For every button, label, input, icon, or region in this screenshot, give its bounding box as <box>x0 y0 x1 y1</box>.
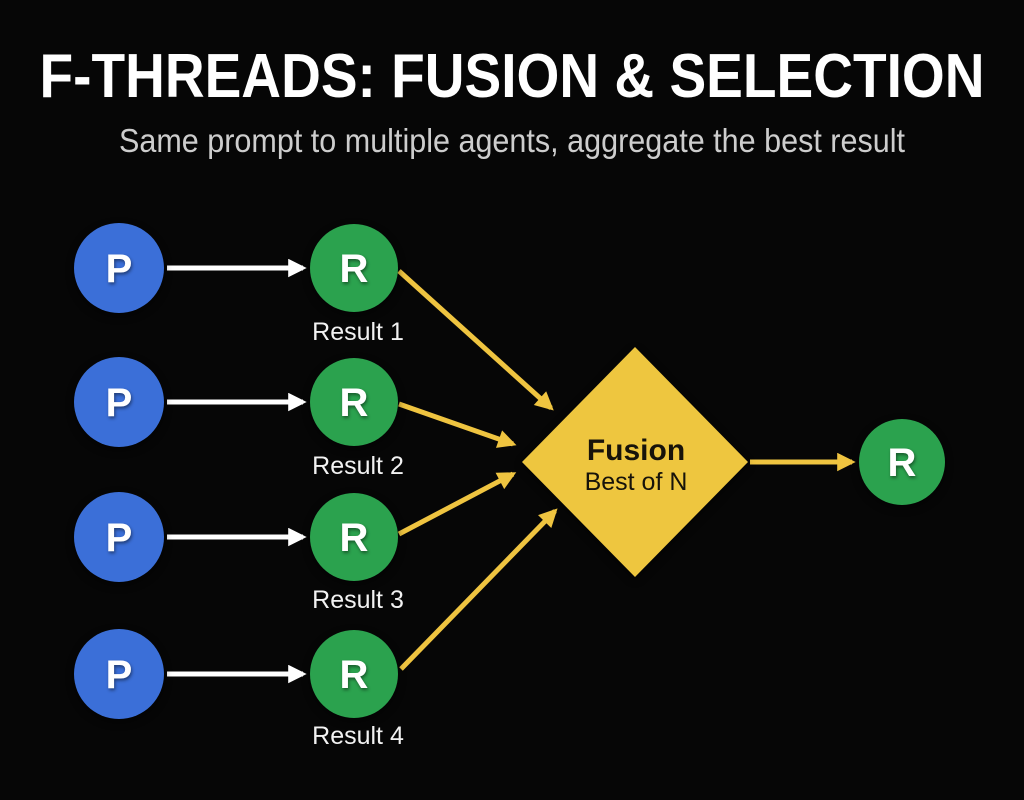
result-node-1: R Result 1 <box>310 224 404 346</box>
prompt-node-1: P <box>74 223 164 313</box>
prompt-node-3: P <box>74 492 164 582</box>
result-node-3: R Result 3 <box>310 493 404 614</box>
fusion-diamond-node <box>522 347 748 577</box>
page-subtitle: Same prompt to multiple agents, aggregat… <box>119 122 905 159</box>
arrow-result2-to-fusion <box>398 401 517 448</box>
prompt-node-2-label: P <box>106 381 133 425</box>
prompt-node-4-label: P <box>106 653 133 697</box>
page-title: F-THREADS: FUSION & SELECTION <box>40 42 985 111</box>
result-node-1-circle <box>310 224 398 312</box>
prompt-node-3-circle <box>74 492 164 582</box>
prompt-node-3-label: P <box>106 516 133 560</box>
output-node: R <box>859 419 945 505</box>
result-node-2-circle <box>310 358 398 446</box>
result-node-3-caption: Result 3 <box>312 586 404 614</box>
result-node-2: R Result 2 <box>310 358 404 480</box>
prompt-node-1-circle <box>74 223 164 313</box>
result-node-4-caption: Result 4 <box>312 722 404 750</box>
result-node-1-caption: Result 1 <box>312 318 404 346</box>
result-node-4-circle <box>310 630 398 718</box>
result-node-3-circle <box>310 493 398 581</box>
result-node-1-label: R <box>340 247 369 291</box>
output-node-circle <box>859 419 945 505</box>
result-node-4: R Result 4 <box>310 630 404 750</box>
arrow-result3-to-fusion <box>397 471 517 537</box>
result-node-2-label: R <box>340 381 369 425</box>
result-node-4-label: R <box>340 653 369 697</box>
result-node-3-label: R <box>340 516 369 560</box>
prompt-node-1-label: P <box>106 247 133 291</box>
prompt-node-2: P <box>74 357 164 447</box>
prompt-node-4-circle <box>74 629 164 719</box>
arrow-result1-to-fusion <box>397 269 554 411</box>
output-node-label: R <box>888 441 917 485</box>
arrow-result4-to-fusion <box>399 508 558 671</box>
fusion-sublabel: Best of N <box>585 468 688 496</box>
result-node-2-caption: Result 2 <box>312 452 404 480</box>
fusion-label: Fusion <box>587 434 685 467</box>
prompt-node-2-circle <box>74 357 164 447</box>
prompt-node-4: P <box>74 629 164 719</box>
